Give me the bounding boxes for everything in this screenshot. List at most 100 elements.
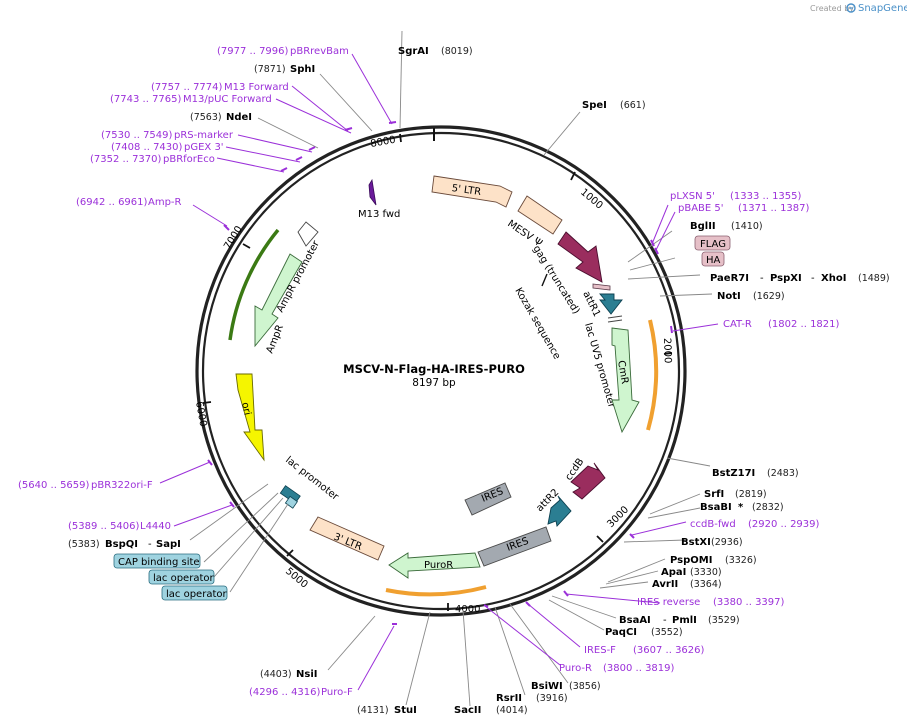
pbrfor-label[interactable]: pBRforEco	[163, 154, 215, 165]
m13fwd-feature[interactable]	[368, 178, 377, 206]
tick-4000: 4000	[455, 604, 480, 615]
stui-pos: (4131)	[357, 705, 389, 716]
puror-feature[interactable]	[388, 552, 481, 579]
lac-operator-badge-2[interactable]	[161, 585, 228, 601]
nsii-pos: (4403)	[260, 669, 292, 680]
paer7i-label[interactable]: PaeR7I	[710, 273, 749, 284]
iresf-label[interactable]: IRES-F	[584, 645, 616, 656]
ccdbfwd-pos: (2920 .. 2939)	[748, 519, 820, 530]
bsaai-label[interactable]: BsaAI	[619, 615, 651, 626]
sapi-label[interactable]: SapI	[156, 539, 181, 550]
lac-promoter-feature[interactable]	[279, 485, 301, 509]
ccdb-feature[interactable]	[570, 462, 606, 500]
bspqi-dash: -	[148, 539, 152, 550]
sacii-label[interactable]: SacII	[454, 705, 481, 716]
bstz17i-label[interactable]: BstZ17I	[712, 468, 755, 479]
nsii-label[interactable]: NsiI	[296, 669, 317, 680]
tick-5000: 5000	[283, 566, 310, 591]
ampr-feature[interactable]	[254, 253, 303, 348]
pbr322-label[interactable]: pBR322ori-F	[91, 480, 153, 491]
pmli-label[interactable]: PmlI	[672, 615, 697, 626]
ori-feature[interactable]	[235, 373, 265, 462]
bsabi-pos: (2832)	[752, 502, 784, 513]
m13f-label[interactable]: M13 Forward	[224, 82, 289, 93]
l4440-label[interactable]: L4440	[140, 521, 171, 532]
puror-primer-pos: (3800 .. 3819)	[603, 663, 675, 674]
bstxi-label[interactable]: BstXI	[681, 537, 711, 548]
bsaai-dash: -	[663, 615, 667, 626]
purof-label[interactable]: Puro-F	[321, 687, 353, 698]
tick-6000: 6000	[193, 401, 208, 428]
avrii-label[interactable]: AvrII	[652, 579, 678, 590]
orange-primer-arc-bottom[interactable]	[385, 585, 487, 597]
bsiwi-label[interactable]: BsiWI	[531, 681, 563, 692]
ha-badge[interactable]	[701, 251, 725, 267]
ltr5-feature[interactable]	[431, 175, 513, 208]
pbr322-pos: (5640 .. 5659)	[18, 480, 90, 491]
noti-label[interactable]: NotI	[717, 291, 741, 302]
pmli-pos: (3529)	[708, 615, 740, 626]
ires-b-feature[interactable]	[477, 526, 552, 567]
cmr-feature[interactable]	[611, 327, 640, 434]
mesv-feature[interactable]	[517, 195, 563, 235]
rsrii-label[interactable]: RsrII	[496, 693, 522, 704]
pbrrevbam-label[interactable]: pBRrevBam	[290, 46, 349, 57]
paqci-pos: (3552)	[651, 627, 683, 638]
xhoi-label[interactable]: XhoI	[821, 273, 846, 284]
kozak-leader	[541, 273, 548, 287]
cap-binding-badge[interactable]	[113, 553, 201, 569]
ampr-promoter-feature[interactable]	[297, 221, 319, 247]
bsabi-label[interactable]: BsaBI	[700, 502, 732, 513]
plxsn-label[interactable]: pLXSN 5'	[670, 191, 715, 202]
bsiwi-pos: (3856)	[569, 681, 601, 692]
bspqi-label[interactable]: BspQI	[105, 539, 138, 550]
pspomi-pos: (3326)	[725, 555, 757, 566]
flag-badge[interactable]	[694, 235, 731, 251]
bsabi-star: *	[738, 502, 744, 513]
kozak-feature[interactable]	[592, 283, 611, 291]
m13puc-label[interactable]: M13/pUC Forward	[183, 94, 272, 105]
ltr5-label: 5' LTR	[451, 183, 482, 198]
prs-pos: (7530 .. 7549)	[101, 130, 173, 141]
spei-pos: (661)	[620, 100, 646, 111]
pgex-pos: (7408 .. 7430)	[111, 142, 183, 153]
stui-label[interactable]: StuI	[394, 705, 417, 716]
bglii-label[interactable]: BglII	[690, 221, 716, 232]
plxsn-pos: (1333 .. 1355)	[730, 191, 802, 202]
lac-operator-label-1: lac operator	[153, 573, 214, 584]
pbrfor-pos: (7352 .. 7370)	[90, 154, 162, 165]
catr-label[interactable]: CAT-R	[723, 319, 752, 330]
pgex-label[interactable]: pGEX 3'	[184, 142, 224, 153]
label-connectors	[189, 30, 713, 707]
sgrai-label[interactable]: SgrAI	[398, 46, 429, 57]
ccdbfwd-label[interactable]: ccdB-fwd	[690, 519, 736, 530]
backbone-ring-outer	[195, 125, 687, 617]
gag-feature[interactable]	[557, 231, 603, 283]
puror-primer-label[interactable]: Puro-R	[559, 663, 592, 674]
sphi-label[interactable]: SphI	[290, 64, 315, 75]
pbabe-label[interactable]: pBABE 5'	[678, 203, 724, 214]
apai-label[interactable]: ApaI	[661, 567, 686, 578]
spei-label[interactable]: SpeI	[582, 100, 607, 111]
iresrev-label[interactable]: IRES reverse	[637, 597, 700, 608]
attr1-feature[interactable]	[599, 293, 623, 315]
ndei-label[interactable]: NdeI	[226, 112, 252, 123]
lac-uv5-feature[interactable]	[607, 315, 623, 323]
prs-label[interactable]: pRS-marker	[174, 130, 234, 141]
pspxi-label[interactable]: PspXI	[770, 273, 802, 284]
ampr-primer-pos: (6942 .. 6961)	[76, 197, 148, 208]
orange-primer-arc-right[interactable]	[646, 319, 659, 431]
attr2-feature[interactable]	[547, 495, 572, 527]
plasmid-name: MSCV-N-Flag-HA-IRES-PURO	[343, 362, 525, 376]
srfi-label[interactable]: SrfI	[704, 489, 724, 500]
paqci-label[interactable]: PaqCI	[605, 627, 637, 638]
l4440-pos: (5389 .. 5406)	[68, 521, 140, 532]
ha-label: HA	[706, 255, 721, 266]
ampr-primer-label[interactable]: Amp-R	[148, 197, 182, 208]
pspomi-label[interactable]: PspOMI	[670, 555, 712, 566]
lac-operator-badge-1[interactable]	[148, 569, 215, 585]
plasmid-length: 8197 bp	[412, 377, 456, 389]
ires-a-feature[interactable]	[464, 482, 512, 516]
green-primer-arc[interactable]	[228, 228, 280, 341]
ltr3-feature[interactable]	[309, 516, 385, 561]
